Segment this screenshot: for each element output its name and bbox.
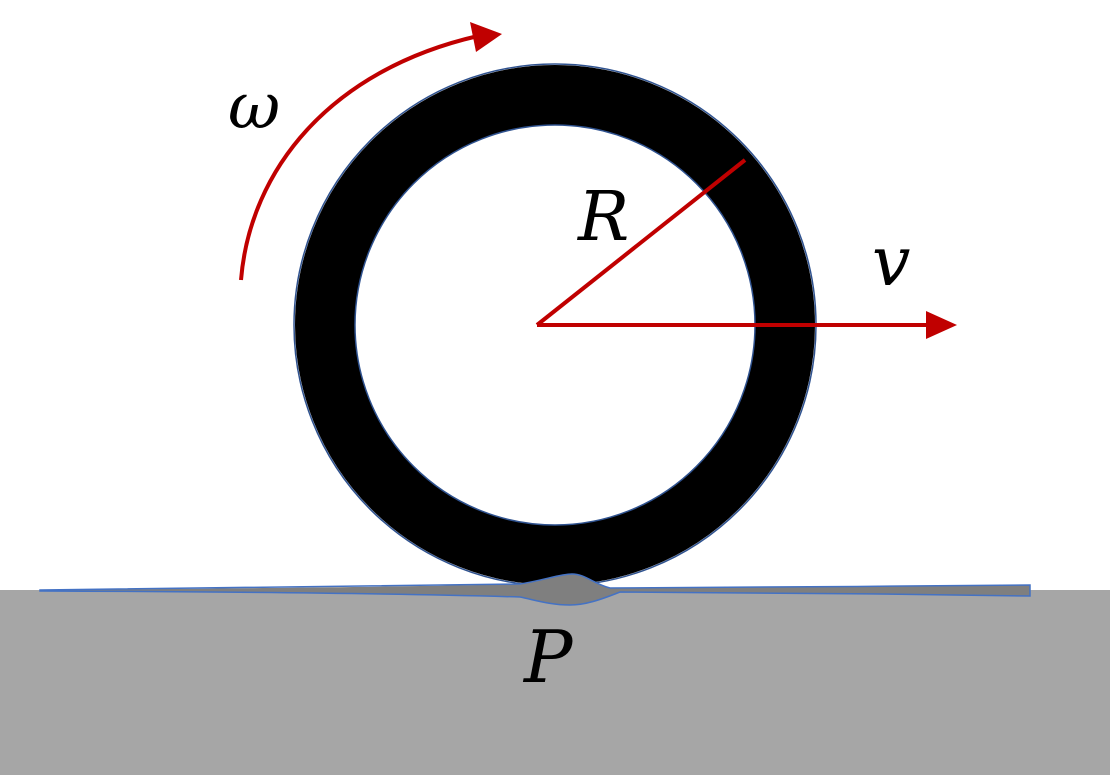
rotation-arrowhead-icon [470, 22, 502, 52]
velocity-label: v [872, 223, 910, 302]
contact-deformation-zone [39, 573, 1031, 606]
ground-surface [0, 590, 1110, 775]
contact-point-label: P [522, 615, 574, 699]
radius-line [535, 158, 747, 327]
rotation-arrow-icon [239, 34, 479, 281]
omega-label: ω [228, 70, 280, 144]
radius-label: R [576, 178, 629, 257]
velocity-arrowhead-icon [926, 311, 957, 339]
